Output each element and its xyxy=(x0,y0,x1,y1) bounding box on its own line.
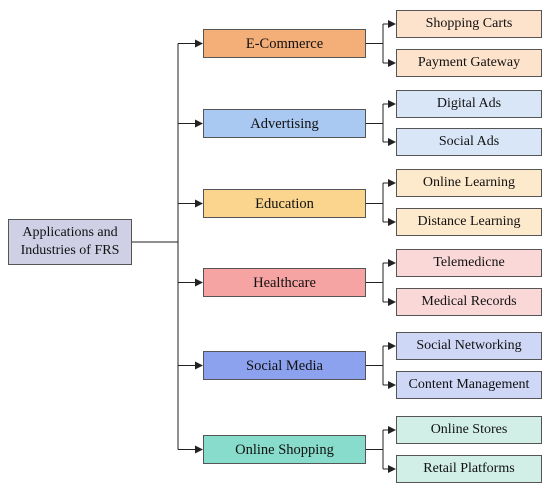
leaf-label: Social Networking xyxy=(416,338,522,353)
leaf-distance-learning: Distance Learning xyxy=(396,208,542,236)
category-label: Education xyxy=(255,195,314,212)
leaf-label: Online Stores xyxy=(430,422,508,437)
leaf-telemedicine: Telemedicne xyxy=(396,249,542,277)
leaf-social-networking: Social Networking xyxy=(396,332,542,360)
leaf-label: Telemedicne xyxy=(433,255,505,270)
category-label: Healthcare xyxy=(253,274,316,291)
category-e-commerce: E-Commerce xyxy=(203,29,366,58)
leaf-medical-records: Medical Records xyxy=(396,288,542,316)
leaf-label: Content Management xyxy=(408,377,530,392)
leaf-retail-platforms: Retail Platforms xyxy=(396,455,542,483)
category-label: Social Media xyxy=(246,357,323,374)
leaf-social-ads: Social Ads xyxy=(396,128,542,156)
category-label: E-Commerce xyxy=(245,35,324,52)
category-label: Advertising xyxy=(250,115,319,132)
leaf-digital-ads: Digital Ads xyxy=(396,90,542,118)
leaf-label: Social Ads xyxy=(438,134,500,149)
category-education: Education xyxy=(203,189,366,218)
leaf-label: Retail Platforms xyxy=(423,461,515,476)
leaf-label: Medical Records xyxy=(421,294,517,309)
leaf-label: Online Learning xyxy=(422,175,516,190)
category-advertising: Advertising xyxy=(203,109,366,138)
leaf-online-learning: Online Learning xyxy=(396,169,542,197)
leaf-payment-gateway: Payment Gateway xyxy=(396,49,542,77)
leaf-content-management: Content Management xyxy=(396,371,542,399)
leaf-online-stores: Online Stores xyxy=(396,416,542,444)
leaf-label: Payment Gateway xyxy=(417,55,521,70)
leaf-label: Distance Learning xyxy=(417,214,521,229)
leaf-label: Digital Ads xyxy=(436,96,502,111)
category-online-shopping: Online Shopping xyxy=(203,435,366,464)
root-label: Applications and Industries of FRS xyxy=(20,225,120,258)
leaf-shopping-carts: Shopping Carts xyxy=(396,10,542,38)
category-social-media: Social Media xyxy=(203,351,366,380)
leaf-label: Shopping Carts xyxy=(425,16,513,31)
category-label: Online Shopping xyxy=(235,441,334,458)
root-node: Applications and Industries of FRS xyxy=(8,219,132,265)
category-healthcare: Healthcare xyxy=(203,268,366,297)
